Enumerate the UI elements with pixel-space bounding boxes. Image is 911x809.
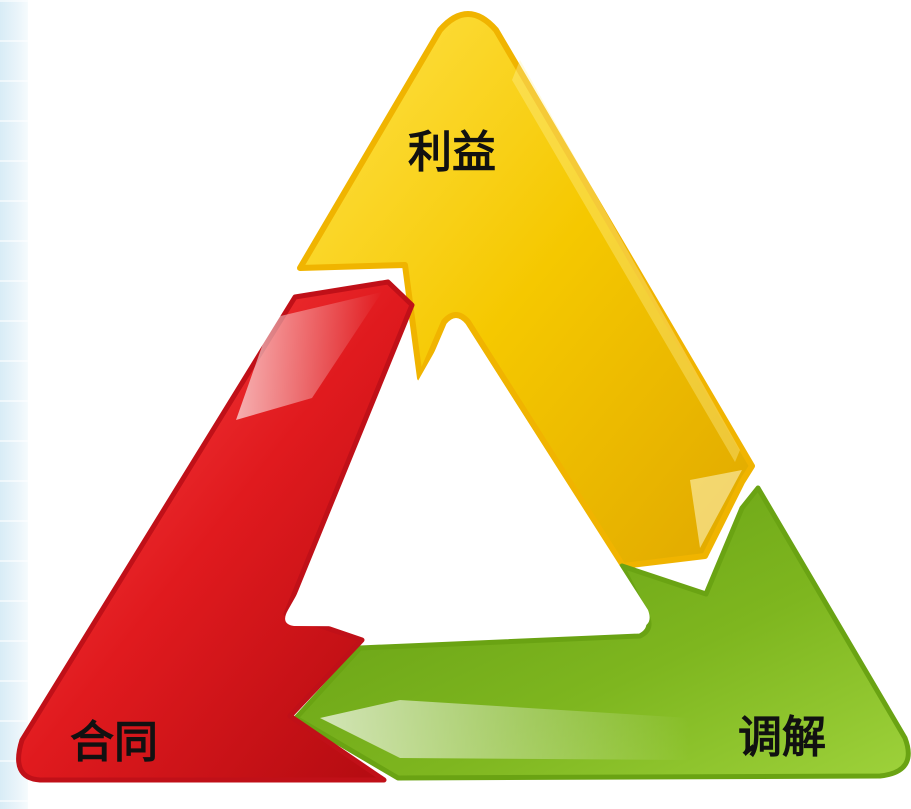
left-decorative-strip xyxy=(0,0,28,809)
inner-triangle xyxy=(285,321,650,628)
red-arrow xyxy=(16,279,415,783)
green-arrow xyxy=(293,485,911,781)
bottom-left-label: 合同 xyxy=(70,717,158,768)
yellow-arrow xyxy=(297,11,755,569)
bottom-right-label: 调解 xyxy=(738,712,826,763)
top-label: 利益 xyxy=(408,127,496,178)
